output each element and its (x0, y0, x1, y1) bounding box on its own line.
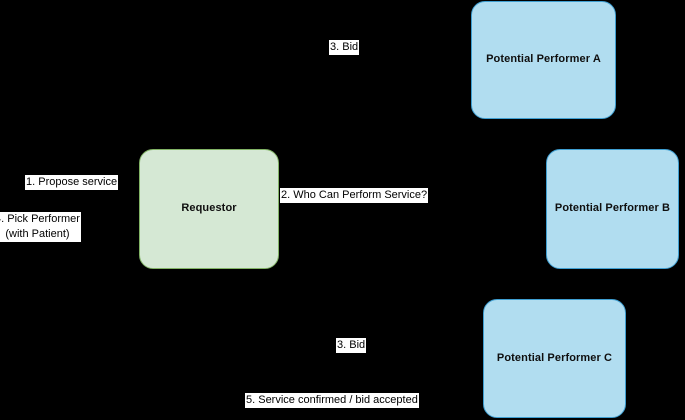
node-potential-performer-a-label: Potential Performer A (486, 53, 601, 66)
node-potential-performer-c-label: Potential Performer C (496, 351, 613, 364)
node-potential-performer-a[interactable]: Potential Performer A (471, 1, 616, 119)
node-requestor[interactable]: Requestor (139, 149, 279, 269)
node-potential-performer-b[interactable]: Potential Performer B (546, 149, 679, 269)
edge-label-service-confirmed[interactable]: 5. Service confirmed / bid accepted (245, 393, 419, 408)
edge-label-who-can-perform-service[interactable]: 2. Who Can Perform Service? (280, 188, 429, 203)
node-requestor-label: Requestor (181, 202, 237, 215)
node-potential-performer-c[interactable]: Potential Performer C (483, 299, 626, 418)
node-potential-performer-b-label: Potential Performer B (554, 202, 671, 215)
edge-label-pick-performer[interactable]: 4. Pick Performer (with Patient) (0, 212, 81, 242)
edge-label-bid-bottom[interactable]: 3. Bid (336, 338, 367, 353)
edge-label-bid-top[interactable]: 3. Bid (329, 40, 360, 55)
edge-label-propose-service[interactable]: 1. Propose service (25, 175, 119, 190)
